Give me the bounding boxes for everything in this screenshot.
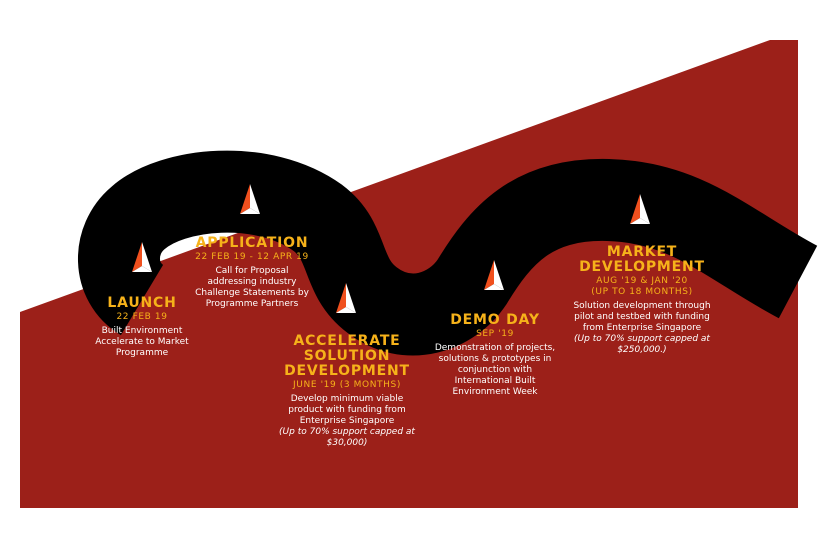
milestone-description: Call for Proposal addressing industry Ch… [195,266,309,309]
milestone-date: JUNE '19 (3 MONTHS) [293,380,401,390]
pyramid-marker-icon [240,184,260,214]
milestone-date: AUG '19 & JAN '20 (UP TO 18 MONTHS) [591,276,693,297]
milestone-description: Develop minimum viable product with fund… [288,394,406,426]
milestone-date: 22 FEB 19 - 12 APR 19 [195,252,309,262]
milestone-application: APPLICATION 22 FEB 19 - 12 APR 19 Call f… [172,236,332,310]
milestone-title: APPLICATION [195,235,309,251]
milestone-funding-note: (Up to 70% support capped at $250,000.) [574,334,710,355]
pyramid-marker-icon [484,260,504,290]
milestone-date: SEP '19 [476,329,514,339]
milestone-date: 22 FEB 19 [116,312,168,322]
milestone-funding-note: (Up to 70% support capped at $30,000) [279,427,415,448]
marker-layer [132,184,650,313]
pyramid-marker-icon [336,283,356,313]
milestone-title: MARKET DEVELOPMENT [579,244,705,275]
milestone-description: Built Environment Accelerate to Market P… [95,326,189,358]
pyramid-marker-icon [132,242,152,272]
pyramid-marker-icon [630,194,650,224]
milestone-accelerate: ACCELERATE SOLUTION DEVELOPMENT JUNE '19… [262,334,432,449]
milestone-market-development: MARKET DEVELOPMENT AUG '19 & JAN '20 (UP… [560,245,724,356]
milestone-title: DEMO DAY [450,312,540,328]
milestone-demo-day: DEMO DAY SEP '19 Demonstration of projec… [420,313,570,398]
milestone-description: Solution development through pilot and t… [573,301,711,333]
milestone-title: ACCELERATE SOLUTION DEVELOPMENT [284,333,410,379]
milestone-description: Demonstration of projects, solutions & p… [434,343,556,397]
winding-road [78,150,818,356]
milestone-title: LAUNCH [107,295,177,311]
milestone-launch: LAUNCH 22 FEB 19 Built Environment Accel… [72,296,212,359]
